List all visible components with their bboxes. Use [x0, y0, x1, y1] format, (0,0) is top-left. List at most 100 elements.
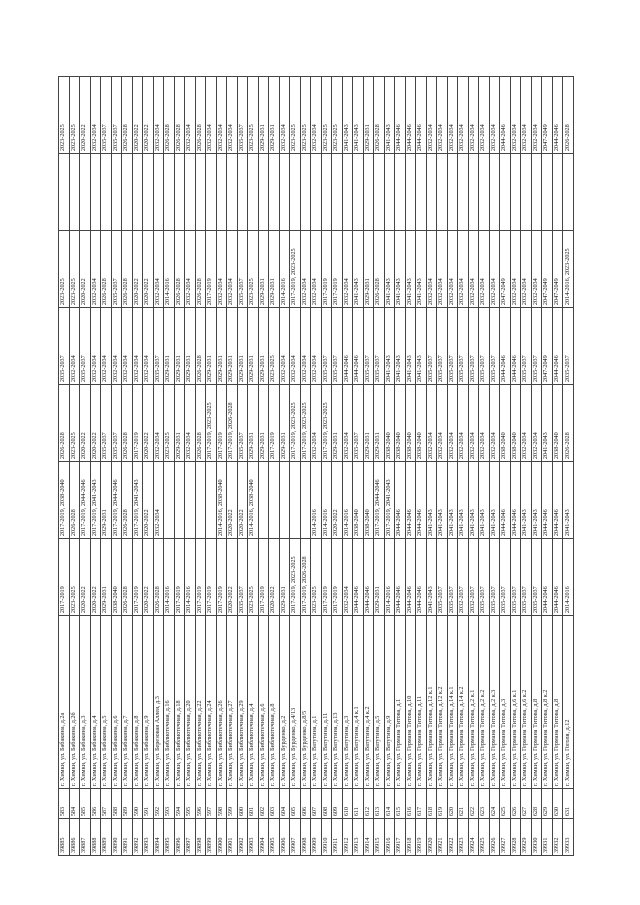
table-cell: 623: [478, 788, 489, 819]
table-cell: 39909: [310, 818, 321, 856]
table-cell: 2029-2031: [331, 384, 342, 462]
table-cell: 39914: [363, 818, 374, 856]
table-cell: г. Химки, ул. Бурденко, д.4/13: [289, 615, 300, 789]
table-cell: 2041-2043: [405, 307, 416, 385]
table-cell: 2023-2025: [321, 76, 332, 154]
table-cell: 2023-2025: [289, 76, 300, 154]
table-cell: 2032-2034: [426, 384, 437, 462]
table-cell: 599: [226, 788, 237, 819]
table-cell: [405, 153, 416, 231]
table-cell: 2032-2034: [205, 76, 216, 154]
table-cell: 2041-2043: [342, 76, 353, 154]
table-cell: 2014-2016, 2038-2040: [216, 461, 227, 539]
table-cell: 2035-2037: [237, 384, 248, 462]
table-cell: 605: [289, 788, 300, 819]
table-cell: 39899: [205, 818, 216, 856]
table-cell: 39912: [342, 818, 353, 856]
table-cell: г. Химки, ул. Германа Титова, д.12 к.1: [426, 615, 437, 789]
table-cell: 2032-2034: [531, 76, 542, 154]
table-cell: 2032-2034: [153, 76, 164, 154]
table-cell: 2026-2028: [153, 538, 164, 616]
table-cell: 39905: [268, 818, 279, 856]
table-cell: 2029-2031: [363, 384, 374, 462]
table-cell: 2032-2034: [468, 76, 479, 154]
table-cell: 2032-2034: [300, 307, 311, 385]
table-cell: г. Химки, ул. Германа Титова, д.8 к.2: [541, 615, 552, 789]
table-cell: 2044-2046: [541, 538, 552, 616]
table-cell: 2041-2043: [457, 461, 468, 539]
table-cell: 39890: [111, 818, 122, 856]
table-cell: 624: [489, 788, 500, 819]
table-cell: 593: [163, 788, 174, 819]
table-cell: [111, 153, 122, 231]
table-cell: 2041-2043: [352, 230, 363, 308]
table-cell: 597: [205, 788, 216, 819]
table-cell: г. Химки, ул. Ватутина, д.3: [342, 615, 353, 789]
table-cell: 2023-2025: [247, 538, 258, 616]
table-cell: 2023-2025: [247, 76, 258, 154]
table-cell: 2026-2028: [195, 76, 206, 154]
table-cell: 2041-2043: [478, 461, 489, 539]
table-cell: г. Химки, ул. Березовая Аллея, д.3: [153, 615, 164, 789]
table-cell: г. Химки, ул. Ватутина, д.4 к.2: [363, 615, 374, 789]
table-cell: 2017-2019: [321, 538, 332, 616]
table-cell: 2026-2028: [121, 538, 132, 616]
table-cell: [163, 461, 174, 539]
table-cell: 2038-2040: [510, 384, 521, 462]
table-cell: 2029-2031: [258, 384, 269, 462]
table-cell: 2032-2034: [342, 538, 353, 616]
table-cell: 2029-2031: [205, 307, 216, 385]
table-cell: 2044-2046: [405, 461, 416, 539]
table-cell: 2032-2034: [111, 307, 122, 385]
table-cell: 2023-2025: [58, 76, 69, 154]
table-cell: 2032-2034: [226, 76, 237, 154]
table-cell: [237, 153, 248, 231]
table-cell: 2041-2043: [436, 461, 447, 539]
table-cell: 2032-2034: [153, 230, 164, 308]
table-cell: [373, 153, 384, 231]
table-cell: 2044-2046: [415, 461, 426, 539]
table-cell: [100, 153, 111, 231]
table-cell: 598: [216, 788, 227, 819]
table-cell: 2029-2031: [268, 76, 279, 154]
table-cell: 596: [195, 788, 206, 819]
table-cell: 2035-2037: [237, 230, 248, 308]
table-cell: 2017-2019, 2041-2043: [90, 461, 101, 539]
table-cell: 2023-2025: [331, 76, 342, 154]
table-cell: 2044-2046: [541, 461, 552, 539]
table-cell: 2020-2022: [79, 76, 90, 154]
table-cell: 2038-2040: [111, 538, 122, 616]
table-cell: 2035-2037: [111, 384, 122, 462]
table-cell: 2038-2040: [384, 384, 395, 462]
table-cell: 39927: [499, 818, 510, 856]
table-cell: 2026-2028: [121, 230, 132, 308]
table-cell: 592: [153, 788, 164, 819]
table-cell: 2044-2046: [552, 76, 563, 154]
table-cell: 39895: [163, 818, 174, 856]
table-cell: 2026-2028: [174, 230, 185, 308]
table-cell: 2017-2019: [268, 384, 279, 462]
table-cell: [226, 153, 237, 231]
table-cell: 2041-2043: [415, 230, 426, 308]
table-cell: 2044-2046: [510, 307, 521, 385]
table-cell: 621: [457, 788, 468, 819]
table-cell: 2035-2037: [100, 76, 111, 154]
table-cell: 615: [394, 788, 405, 819]
table-cell: 2017-2019: [331, 538, 342, 616]
table-cell: [216, 153, 227, 231]
table-cell: 2041-2043: [562, 461, 574, 539]
table-cell: [552, 153, 563, 231]
table-cell: 2032-2037: [468, 538, 479, 616]
table-cell: 614: [384, 788, 395, 819]
table-cell: [58, 153, 69, 231]
table-cell: [69, 153, 80, 231]
table-cell: г. Химки, ул. Германа Титова, д.6 к.2: [520, 615, 531, 789]
table-cell: 39887: [79, 818, 90, 856]
